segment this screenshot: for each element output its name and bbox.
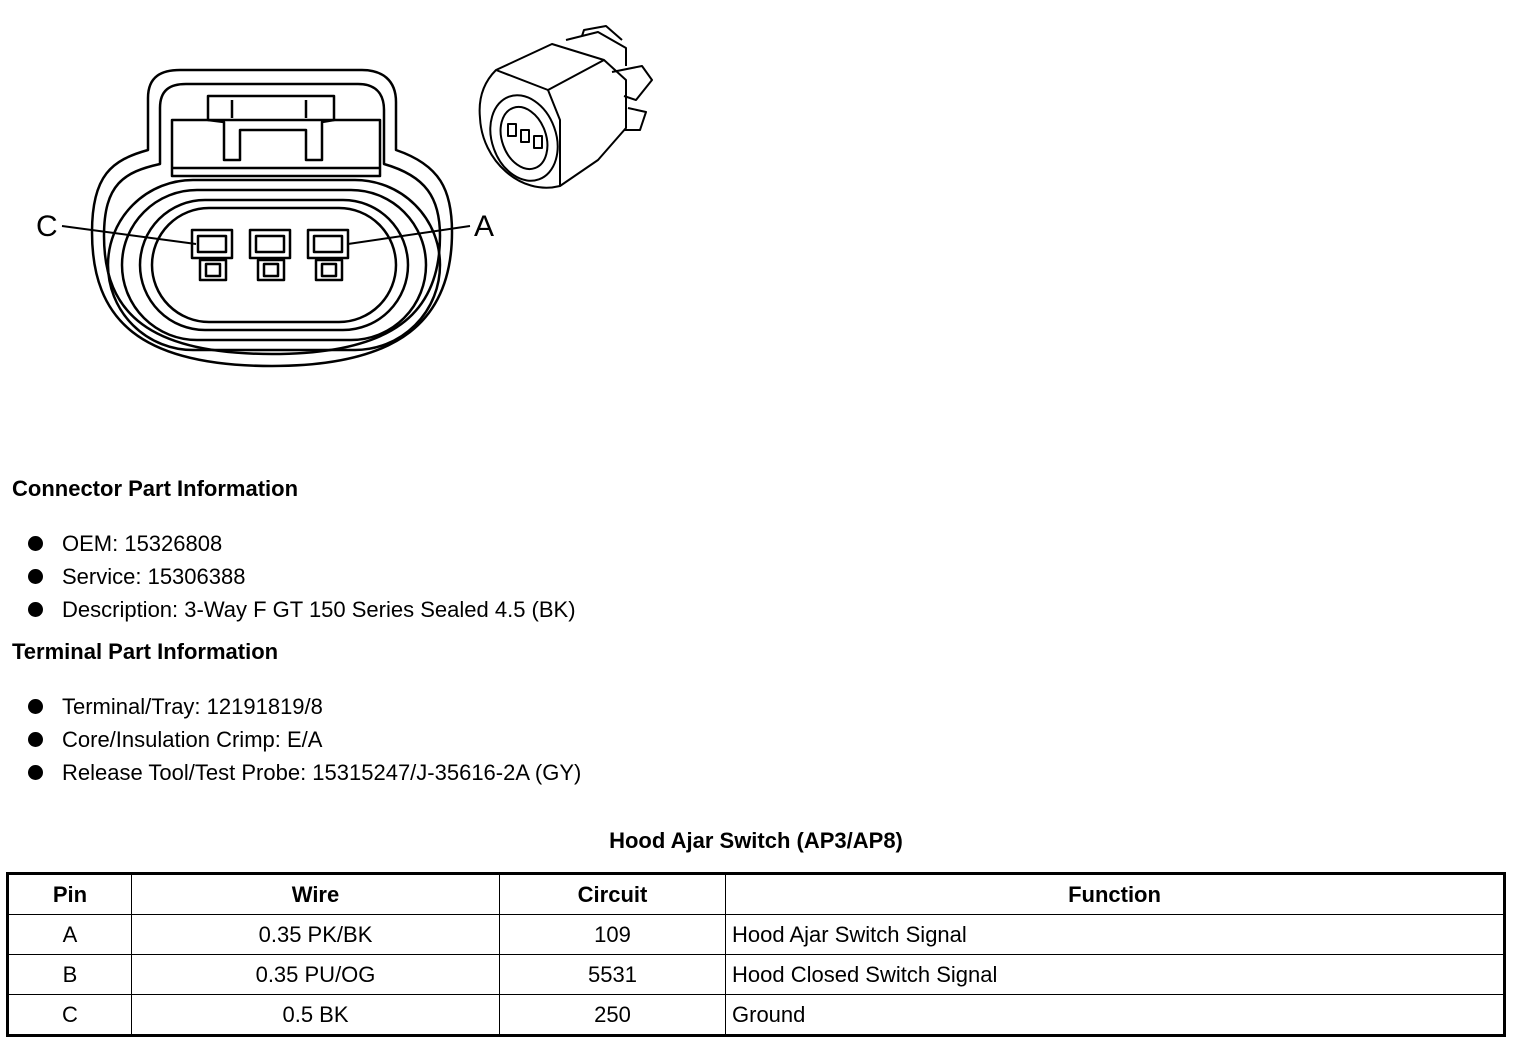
cell-circuit: 250	[499, 994, 726, 1036]
terminal-part-info-list: Terminal/Tray: 12191819/8 Core/Insulatio…	[28, 690, 581, 789]
connector-description: Description: 3-Way F GT 150 Series Seale…	[62, 597, 576, 622]
cell-wire: 0.35 PK/BK	[131, 914, 500, 955]
connector-housing-outline	[90, 68, 454, 368]
connector-isometric-view	[478, 25, 653, 189]
list-item: Release Tool/Test Probe: 15315247/J-3561…	[28, 756, 581, 789]
latch-tab	[206, 94, 336, 162]
cell-pin: A	[7, 914, 132, 955]
cell-function: Hood Closed Switch Signal	[725, 954, 1505, 995]
bullet-icon	[28, 569, 43, 584]
connector-diagram: C A	[36, 25, 653, 368]
cell-circuit: 109	[499, 914, 726, 955]
bullet-icon	[28, 602, 43, 617]
connector-body-oval-2	[120, 188, 428, 342]
pin-label-c: C	[36, 210, 58, 243]
cell-function: Ground	[725, 994, 1505, 1036]
connector-body-oval-4	[150, 206, 398, 324]
header-function: Function	[725, 873, 1505, 915]
cell-wire: 0.5 BK	[131, 994, 500, 1036]
leader-line-c	[61, 225, 197, 245]
pin-label-a: A	[474, 210, 494, 243]
latch-frame	[170, 118, 382, 178]
header-wire: Wire	[131, 873, 500, 915]
bullet-icon	[28, 732, 43, 747]
connector-body-oval-1	[106, 178, 442, 352]
list-item: Description: 3-Way F GT 150 Series Seale…	[28, 593, 576, 626]
table-row: B 0.35 PU/OG 5531 Hood Closed Switch Sig…	[7, 954, 1505, 995]
list-item: Terminal/Tray: 12191819/8	[28, 690, 581, 723]
cell-pin: C	[7, 994, 132, 1036]
list-item: OEM: 15326808	[28, 527, 576, 560]
bullet-icon	[28, 699, 43, 714]
list-item: Core/Insulation Crimp: E/A	[28, 723, 581, 756]
terminal-part-info-heading: Terminal Part Information	[12, 639, 279, 664]
connector-part-info-heading: Connector Part Information	[12, 476, 299, 501]
list-item: Service: 15306388	[28, 560, 576, 593]
cell-wire: 0.35 PU/OG	[131, 954, 500, 995]
release-tool: Release Tool/Test Probe: 15315247/J-3561…	[62, 760, 582, 785]
cell-pin: B	[7, 954, 132, 995]
header-circuit: Circuit	[499, 873, 726, 915]
cell-function: Hood Ajar Switch Signal	[725, 914, 1505, 955]
header-pin: Pin	[7, 873, 132, 915]
table-row: C 0.5 BK 250 Ground	[7, 994, 1505, 1036]
leader-line-a	[347, 225, 471, 245]
terminal-cavity-a	[306, 228, 350, 282]
connector-body-oval-3	[138, 198, 410, 332]
terminal-cavity-c	[190, 228, 234, 282]
bullet-icon	[28, 536, 43, 551]
bullet-icon	[28, 765, 43, 780]
table-row: A 0.35 PK/BK 109 Hood Ajar Switch Signal	[7, 914, 1505, 955]
table-title: Hood Ajar Switch (AP3/AP8)	[609, 828, 903, 853]
terminal-cavity-b	[248, 228, 292, 282]
cell-circuit: 5531	[499, 954, 726, 995]
terminal-tray: Terminal/Tray: 12191819/8	[62, 694, 323, 719]
oem-number: OEM: 15326808	[62, 531, 223, 556]
pinout-table: Pin Wire Circuit Function A 0.35 PK/BK 1…	[6, 872, 1506, 1037]
crimp-info: Core/Insulation Crimp: E/A	[62, 727, 323, 752]
service-number: Service: 15306388	[62, 564, 246, 589]
table-header-row: Pin Wire Circuit Function	[7, 873, 1505, 915]
connector-part-info-list: OEM: 15326808 Service: 15306388 Descript…	[28, 527, 576, 626]
